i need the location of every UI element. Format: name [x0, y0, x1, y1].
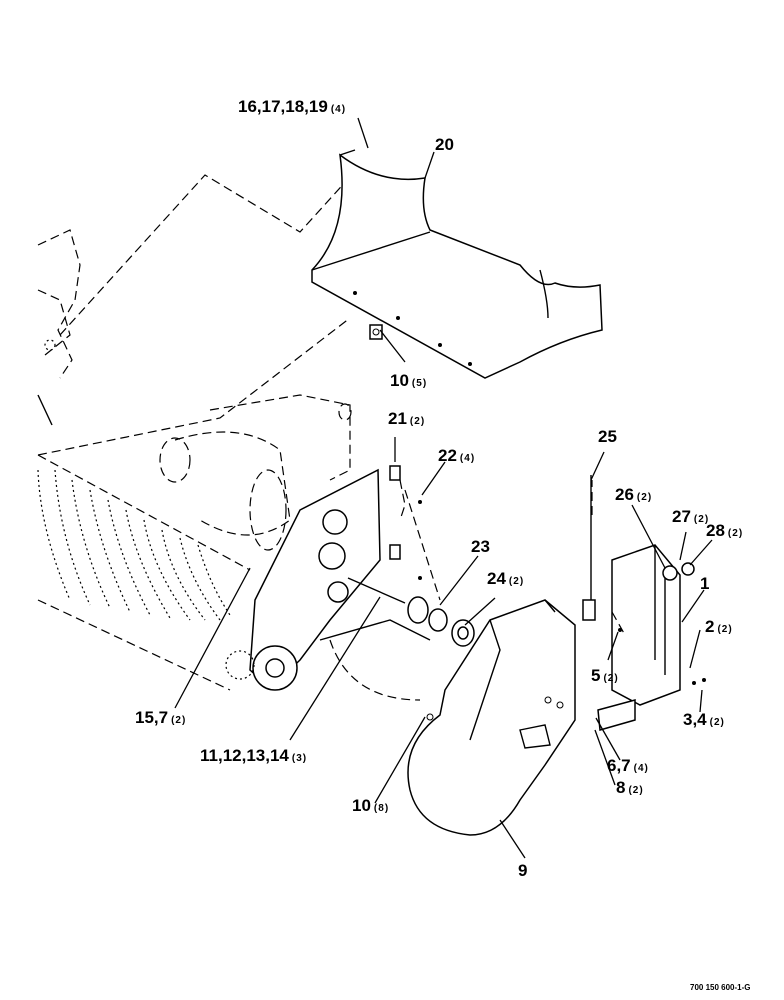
leader-lines [174, 117, 713, 859]
callout-2: 2(2) [705, 617, 733, 636]
drive-frame [159, 394, 431, 701]
callout-10-bottom: 10(8) [352, 796, 389, 815]
callout-26: 26(2) [615, 485, 652, 504]
callout-3-4: 3,4(2) [683, 710, 725, 729]
callout-23: 23 [471, 537, 490, 556]
bolt-10-top [369, 324, 383, 340]
callout-24: 24(2) [487, 569, 524, 588]
bracket-21 [389, 465, 422, 580]
callout-28: 28(2) [706, 521, 743, 540]
callout-21: 21(2) [388, 409, 425, 428]
callout-15-7: 15,7(2) [135, 708, 186, 727]
alignment-lines [37, 167, 593, 601]
part-20-deflector [311, 149, 603, 379]
callout-20: 20 [435, 135, 454, 154]
part-1-side-panel [597, 544, 706, 731]
drawing-reference-number: 700 150 600-1-G [690, 983, 751, 992]
callout-9: 9 [518, 861, 527, 880]
callout-6-7: 6,7(4) [607, 756, 649, 775]
callout-10-top: 10(5) [390, 371, 427, 390]
callout-8: 8(2) [616, 778, 644, 797]
header-frame-outline [37, 229, 81, 426]
callout-1: 1 [700, 574, 709, 593]
auger-tines [37, 454, 251, 691]
callout-25: 25 [598, 427, 617, 446]
bearings-23-24 [347, 577, 475, 647]
callout-22: 22(4) [438, 446, 475, 465]
callout-11-14: 11,12,13,14(3) [200, 746, 307, 765]
callout-27: 27(2) [672, 507, 709, 526]
part-9-drive-shield [407, 599, 576, 836]
callout-5: 5(2) [591, 666, 619, 685]
part-25-rod [582, 475, 596, 621]
callout-16-19: 16,17,18,19(4) [238, 97, 346, 116]
